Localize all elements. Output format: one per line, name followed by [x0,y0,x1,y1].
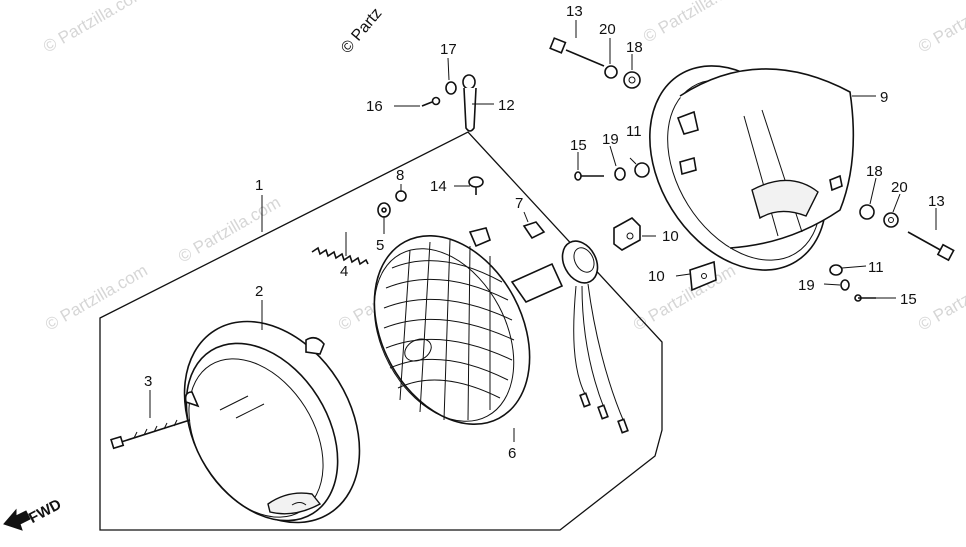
case-bolt-right [907,231,955,262]
nut [395,190,407,202]
adjusting-spring [311,246,369,266]
nut-11-lower [829,264,843,276]
small-screw [468,176,484,195]
screw-16 [421,96,441,107]
fastener-12 [462,74,477,132]
washer-18-right [859,204,875,220]
callout-4: 4 [340,263,348,280]
callout-15-lower: 15 [900,291,917,308]
washer [377,202,391,218]
washer-17 [445,81,457,95]
washer-20-right [883,212,899,228]
callout-19-upper: 19 [602,131,619,148]
nut-11-upper [634,162,650,178]
callout-9: 9 [880,89,888,106]
leader-lines [149,20,937,442]
callout-18-right: 18 [866,163,883,180]
sealed-beam-unit [373,227,531,426]
callout-10-upper: 10 [662,228,679,245]
callout-13-upper: 13 [566,3,583,20]
washer-19-lower [840,279,850,291]
callout-3: 3 [144,373,152,390]
callout-7: 7 [515,195,523,212]
callout-11-lower: 11 [868,259,884,276]
headlight-case [649,65,855,271]
screw-15-upper [574,171,604,181]
callout-14: 14 [430,178,447,195]
callout-20-upper: 20 [599,21,616,38]
washer-19-upper [614,167,626,181]
callout-1: 1 [255,177,263,194]
callout-11-upper: 11 [626,123,642,140]
mounting-bracket-lower [689,260,717,292]
callout-12: 12 [498,97,515,114]
callout-18-upper: 18 [626,39,643,56]
callout-10-lower: 10 [648,268,665,285]
headlight-rim [183,320,361,524]
callout-20-right: 20 [891,179,908,196]
callout-8: 8 [396,167,404,184]
screw-15-lower [854,294,876,302]
rim-screw [110,419,191,450]
headlight-socket [510,240,629,434]
callout-5: 5 [376,237,384,254]
callout-17: 17 [440,41,457,58]
callout-2: 2 [255,283,263,300]
fwd-arrow-icon [3,508,31,531]
callout-19-lower: 19 [798,277,815,294]
assembly-outline [99,131,663,531]
washer-upper [604,65,618,79]
clip [522,221,546,240]
case-bolt-upper [549,37,605,67]
callout-6: 6 [508,445,516,462]
callout-16: 16 [366,98,383,115]
callout-15-upper: 15 [570,137,587,154]
nut-upper [623,71,641,89]
mounting-bracket-upper [613,217,641,251]
callout-13-right: 13 [928,193,945,210]
